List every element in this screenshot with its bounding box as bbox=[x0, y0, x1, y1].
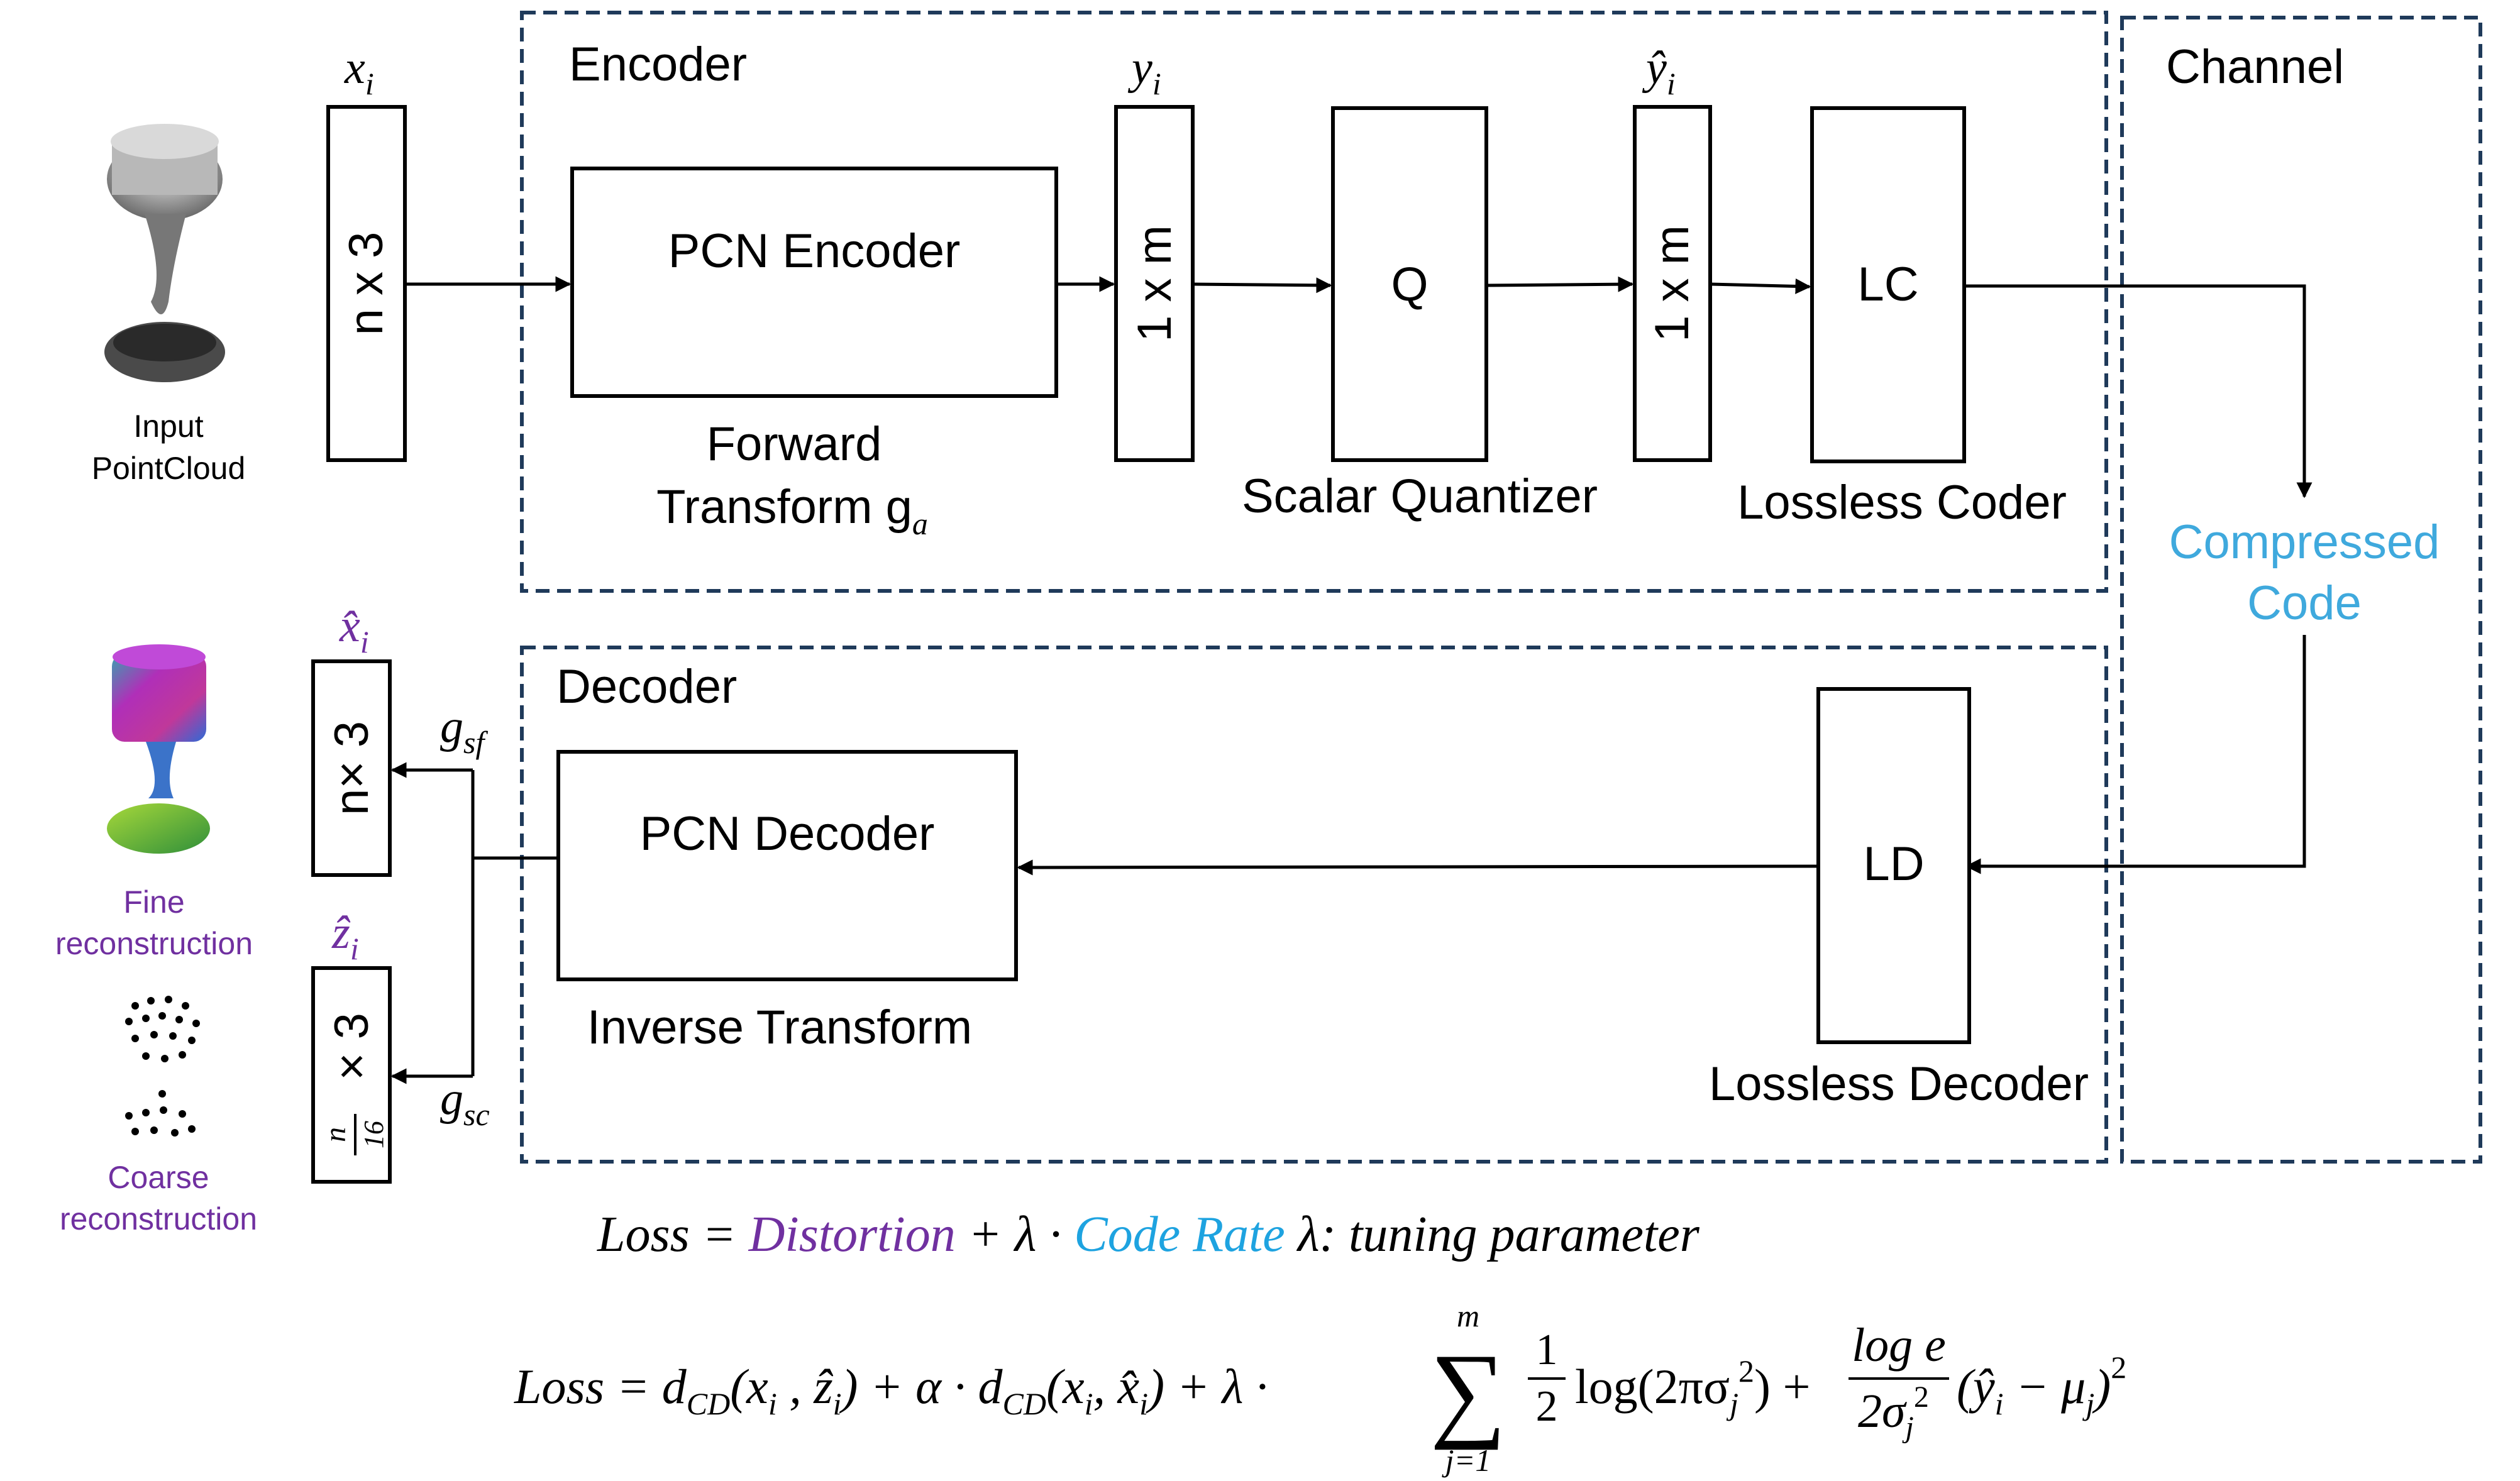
arrow-q-to-yhat bbox=[1486, 276, 1634, 292]
arrow-channel-to-ld bbox=[1965, 635, 2306, 874]
y-dim-label: 1 x m bbox=[1128, 225, 1181, 342]
svg-text:(ŷi − μj)2: (ŷi − μj)2 bbox=[1957, 1350, 2126, 1421]
lossless-decoder-box bbox=[1816, 687, 1971, 1044]
yhat-dim-label: 1 x m bbox=[1645, 225, 1699, 342]
svg-text:16: 16 bbox=[358, 1121, 389, 1148]
quantizer-label: Q bbox=[1391, 258, 1428, 311]
pcn-encoder-box bbox=[570, 167, 1058, 398]
zhat-label: ẑi bbox=[331, 907, 359, 966]
ld-label: LD bbox=[1863, 837, 1924, 891]
x-input-box bbox=[326, 105, 407, 462]
inverse-transform-label: Inverse Transform bbox=[587, 1001, 972, 1054]
fine-reconstruction-image bbox=[107, 644, 210, 854]
compressed-code-line1: Compressed bbox=[2169, 515, 2440, 569]
encoder-title: Encoder bbox=[569, 38, 747, 91]
y-latent-box bbox=[1114, 105, 1195, 462]
y-label: yi bbox=[1127, 42, 1161, 101]
fraction-denominator: 2σj2 bbox=[1858, 1380, 1929, 1444]
svg-text:log(2πσj2) +: log(2πσj2) + bbox=[1575, 1353, 1810, 1421]
compressed-code-line2: Code bbox=[2247, 576, 2362, 630]
input-label-line2: PointCloud bbox=[92, 451, 246, 486]
channel-title: Channel bbox=[2166, 40, 2344, 94]
lc-label: LC bbox=[1857, 258, 1918, 311]
xhat-output-box bbox=[311, 659, 392, 877]
x-label: xi bbox=[344, 42, 374, 101]
sum-lower-limit: j=1 bbox=[1442, 1443, 1491, 1478]
input-pointcloud-image bbox=[104, 124, 225, 382]
coarse-label-line1: Coarse bbox=[108, 1160, 209, 1195]
input-label-line1: Input bbox=[133, 409, 203, 444]
svg-text:× 3: × 3 bbox=[325, 1013, 379, 1081]
arrow-yhat-to-lc bbox=[1710, 278, 1811, 294]
zhat-dim-label: × 3 n 16 bbox=[319, 1013, 389, 1155]
svg-text:Loss = dCD(xi , ẑi) + α · dCD(: Loss = dCD(xi , ẑi) + α · dCD(xi, x̂i) +… bbox=[514, 1359, 1268, 1421]
arrow-ld-to-decoder bbox=[1017, 859, 1819, 876]
decoder-title: Decoder bbox=[556, 660, 737, 713]
forward-transform-line2: Transform ga bbox=[656, 480, 928, 541]
xhat-label: x̂i bbox=[339, 600, 369, 659]
channel-region bbox=[2120, 16, 2482, 1164]
decoder-region bbox=[520, 646, 2108, 1164]
scalar-quantizer-label: Scalar Quantizer bbox=[1242, 470, 1598, 523]
yhat-box bbox=[1633, 105, 1712, 462]
encoder-region bbox=[520, 11, 2108, 593]
loss-summary-equation: Loss = Distortion + λ · Code Rate λ: tun… bbox=[597, 1207, 1700, 1262]
coarse-reconstruction-image bbox=[125, 996, 200, 1137]
half-denominator: 2 bbox=[1536, 1382, 1558, 1431]
yhat-label: ŷi bbox=[1642, 42, 1676, 101]
loss-full-equation: Loss = dCD(xi , ẑi) + α · dCD(xi, x̂i) +… bbox=[514, 1298, 2126, 1478]
pcn-decoder-label: PCN Decoder bbox=[640, 807, 935, 861]
fine-label-line2: reconstruction bbox=[55, 926, 253, 961]
gsf-label: gsf bbox=[440, 701, 488, 760]
gsc-label: gsc bbox=[440, 1073, 490, 1132]
lossless-coder-label: Lossless Coder bbox=[1737, 476, 2067, 529]
lossless-decoder-label: Lossless Decoder bbox=[1709, 1057, 2089, 1111]
sum-symbol: ∑ bbox=[1430, 1332, 1506, 1450]
forward-transform-line1: Forward bbox=[707, 417, 882, 471]
lossless-coder-box bbox=[1810, 106, 1966, 463]
half-numerator: 1 bbox=[1536, 1326, 1558, 1374]
coarse-label-line2: reconstruction bbox=[60, 1201, 257, 1236]
zhat-output-box bbox=[311, 966, 392, 1184]
arrow-y-to-q bbox=[1192, 277, 1332, 294]
pcn-decoder-box bbox=[556, 750, 1018, 981]
x-dim-label: n x 3 bbox=[340, 232, 393, 336]
sum-upper-limit: m bbox=[1457, 1298, 1479, 1333]
fraction-numerator: log e bbox=[1852, 1319, 1946, 1372]
fine-label-line1: Fine bbox=[123, 884, 184, 920]
pcn-encoder-label: PCN Encoder bbox=[668, 224, 961, 278]
arrow-lc-to-channel bbox=[1964, 284, 2313, 498]
xhat-dim-label: n× 3 bbox=[325, 721, 379, 815]
svg-text:n: n bbox=[319, 1127, 352, 1142]
